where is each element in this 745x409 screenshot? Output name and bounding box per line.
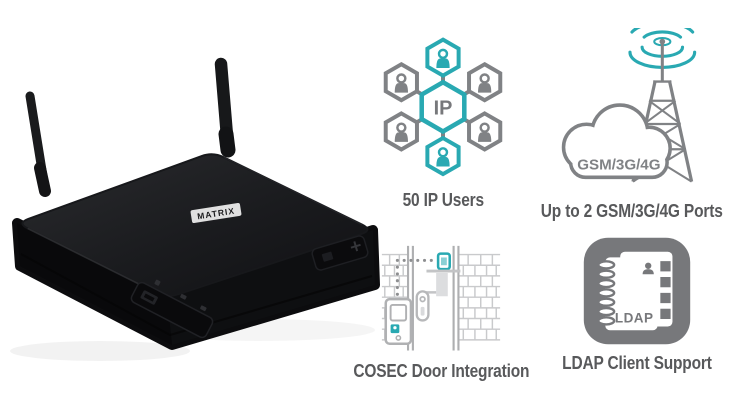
feature-ip-users: IP	[366, 33, 520, 211]
device-brand-logo: MATRIX	[190, 202, 242, 224]
gsm-cloud: GSM/3G/4G	[561, 103, 672, 180]
device-base-seam	[20, 253, 373, 337]
ldap-directory-book-icon: LDAP	[583, 237, 691, 345]
ip-label: IP	[434, 97, 453, 119]
door-access-control-icon	[381, 245, 501, 351]
door-handle	[415, 290, 430, 322]
gsm-cloud-label: GSM/3G/4G	[577, 156, 660, 173]
device-front-edge-highlight	[27, 227, 157, 294]
side-port-panel	[311, 235, 369, 271]
directory-front-page	[605, 257, 658, 331]
device-shadow	[10, 341, 190, 361]
device-top-surface	[21, 153, 369, 297]
brick-wall-right	[458, 253, 501, 341]
right-antenna	[214, 57, 236, 158]
device-right-edge-highlight	[223, 156, 363, 226]
ip-users-hexagon-network-icon: IP	[383, 37, 503, 177]
user-hexagon-upper-left	[383, 61, 419, 103]
gsm-cell-tower-cloud-icon: GSM/3G/4G	[561, 28, 697, 183]
user-hexagon-bottom	[425, 135, 461, 177]
user-hexagon-lower-left	[383, 111, 419, 152]
feature-caption-cosec-door: COSEC Door Integration	[353, 361, 529, 382]
router-device-image: MATRIX	[10, 57, 380, 361]
user-hexagon-upper-right	[467, 61, 503, 103]
contact-person-icon	[642, 262, 654, 275]
feature-gsm-ports: GSM/3G/4G Up to 2 GSM/3G/4G Ports	[528, 28, 736, 222]
feature-caption-gsm-ports: Up to 2 GSM/3G/4G Ports	[541, 200, 723, 221]
feature-ldap: LDAP LDAP Client Support	[546, 235, 728, 374]
ldap-label: LDAP	[615, 311, 654, 326]
left-antenna	[25, 91, 51, 197]
feature-cosec-door: COSEC Door Integration	[352, 241, 530, 382]
spiral-binding	[597, 260, 616, 326]
cosec-door-reader	[384, 297, 413, 345]
user-hexagon-top	[425, 37, 461, 78]
ip-hexagon	[419, 79, 467, 135]
user-hexagon-lower-right	[467, 111, 503, 152]
signal-dotted-line	[395, 258, 433, 296]
feature-caption-ip-users: 50 IP Users	[402, 190, 484, 211]
front-port-panel	[130, 279, 214, 339]
feature-caption-ldap: LDAP Client Support	[562, 353, 712, 373]
